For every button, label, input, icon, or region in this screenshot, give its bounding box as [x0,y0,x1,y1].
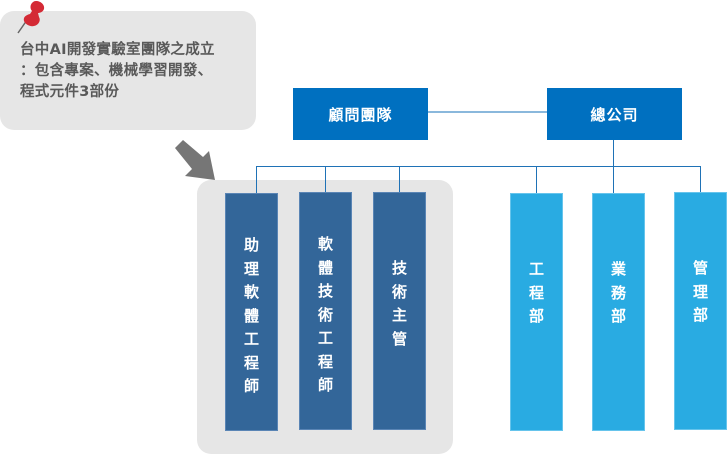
vertical-char: 部 [692,306,708,324]
vertical-char: 務 [610,283,626,302]
vertical-char: 術 [317,305,333,324]
note-panel [0,11,256,130]
vertical-char: 體 [317,258,333,277]
vertical-char: 術 [391,282,407,301]
vertical-char: 程 [528,283,544,302]
dept-label: 管理部 [693,257,708,328]
role-label: 助理軟體工程師 [244,234,259,399]
consultant-team-label: 顧問團隊 [328,105,393,124]
arrow-down-right-icon [175,140,215,180]
vertical-char: 技 [317,282,333,300]
role-node-tech-lead: 技術主管 [373,192,426,430]
headquarters-node: 總公司 [547,88,682,140]
vertical-char: 理 [692,282,708,301]
connector-drop-4 [536,166,537,194]
role-label: 技術主管 [392,257,407,351]
connector-horizontal [256,166,701,167]
vertical-char: 程 [317,352,333,371]
vertical-char: 理 [243,259,259,278]
connector-drop-6 [700,166,701,193]
vertical-char: 業 [610,260,626,278]
vertical-char: 師 [317,376,333,394]
vertical-char: 工 [528,260,544,278]
vertical-char: 工 [243,330,259,348]
vertical-char: 主 [391,306,407,324]
connector-drop-2 [325,166,326,193]
vertical-char: 管 [391,329,407,348]
dept-node-engineering: 工程部 [510,193,563,431]
headquarters-label: 總公司 [590,105,639,124]
role-node-assistant-engineer: 助理軟體工程師 [225,193,278,431]
consultant-team-node: 顧問團隊 [293,88,428,140]
dept-node-management: 管理部 [674,192,727,430]
note-line-2: ：包含專案、機械學習開發、 [20,63,213,79]
vertical-char: 部 [528,307,544,325]
dept-label: 業務部 [611,258,626,329]
pushpin-icon [17,1,45,34]
note-line-3: 程式元件3部份 [20,84,120,100]
connector-consultant-hq [428,111,547,113]
vertical-char: 助 [243,236,259,254]
role-node-software-engineer: 軟體技術工程師 [299,192,352,430]
vertical-char: 師 [243,377,259,395]
vertical-char: 體 [243,306,259,325]
connector-drop-3 [399,166,400,193]
vertical-char: 部 [610,307,626,325]
vertical-char: 技 [391,259,407,277]
vertical-char: 軟 [243,283,259,301]
vertical-char: 程 [243,353,259,372]
note-text: 台中AI開發實驗室團隊之成立 ：包含專案、機械學習開發、 程式元件3部份 [20,40,252,103]
connector-drop-1 [256,166,257,194]
dept-label: 工程部 [529,258,544,329]
dept-node-sales: 業務部 [592,193,645,431]
vertical-char: 工 [317,329,333,347]
vertical-char: 軟 [317,235,333,253]
vertical-char: 管 [692,259,708,277]
note-line-1: 台中AI開發實驗室團隊之成立 [20,42,215,58]
role-label: 軟體技術工程師 [318,233,333,398]
